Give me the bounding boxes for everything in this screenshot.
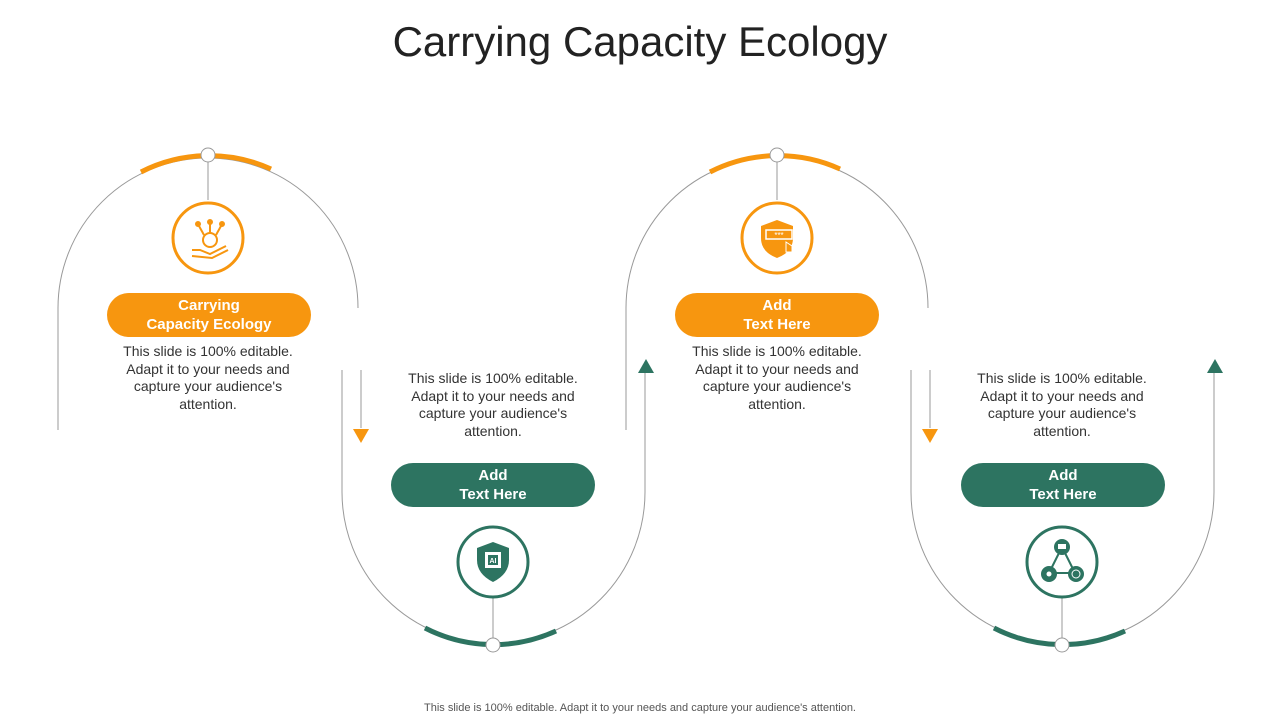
footer-note: This slide is 100% editable. Adapt it to… [424,702,856,714]
arrow-down-icon [922,429,938,443]
ai-shield-chip-icon: AI [477,542,509,582]
step-3-heading: Add Text Here [675,293,879,337]
step-4-heading: Add Text Here [961,463,1165,507]
arrow-up-icon [1207,359,1223,373]
step-4-arc [910,359,1223,653]
step-1-heading: Carrying Capacity Ecology [107,293,311,337]
password-shield-icon: *** [761,220,793,258]
step-3-node [769,147,785,163]
step-4-node [1054,637,1070,653]
step-1-arc [57,147,369,443]
step-4-description: This slide is 100% editable. Adapt it to… [977,370,1147,439]
step-2-heading: Add Text Here [391,463,595,507]
ai-hand-icon [191,219,229,260]
step-1-node [200,147,216,163]
network-nodes-icon [1041,539,1084,582]
arrow-up-icon [638,359,654,373]
step-2-arc: AI [341,359,654,653]
svg-text:AI: AI [490,558,497,565]
step-1-icon-circle [171,201,245,275]
step-2-description: This slide is 100% editable. Adapt it to… [408,370,578,439]
arrow-down-icon [353,429,369,443]
step-2-node [485,637,501,653]
step-3-description: This slide is 100% editable. Adapt it to… [692,343,862,412]
step-1-description: This slide is 100% editable. Adapt it to… [123,343,293,412]
step-4-icon-circle [1025,525,1099,599]
svg-text:***: *** [774,231,783,240]
step-3-arc: *** [625,147,938,443]
page-title: Carrying Capacity Ecology [392,18,888,65]
